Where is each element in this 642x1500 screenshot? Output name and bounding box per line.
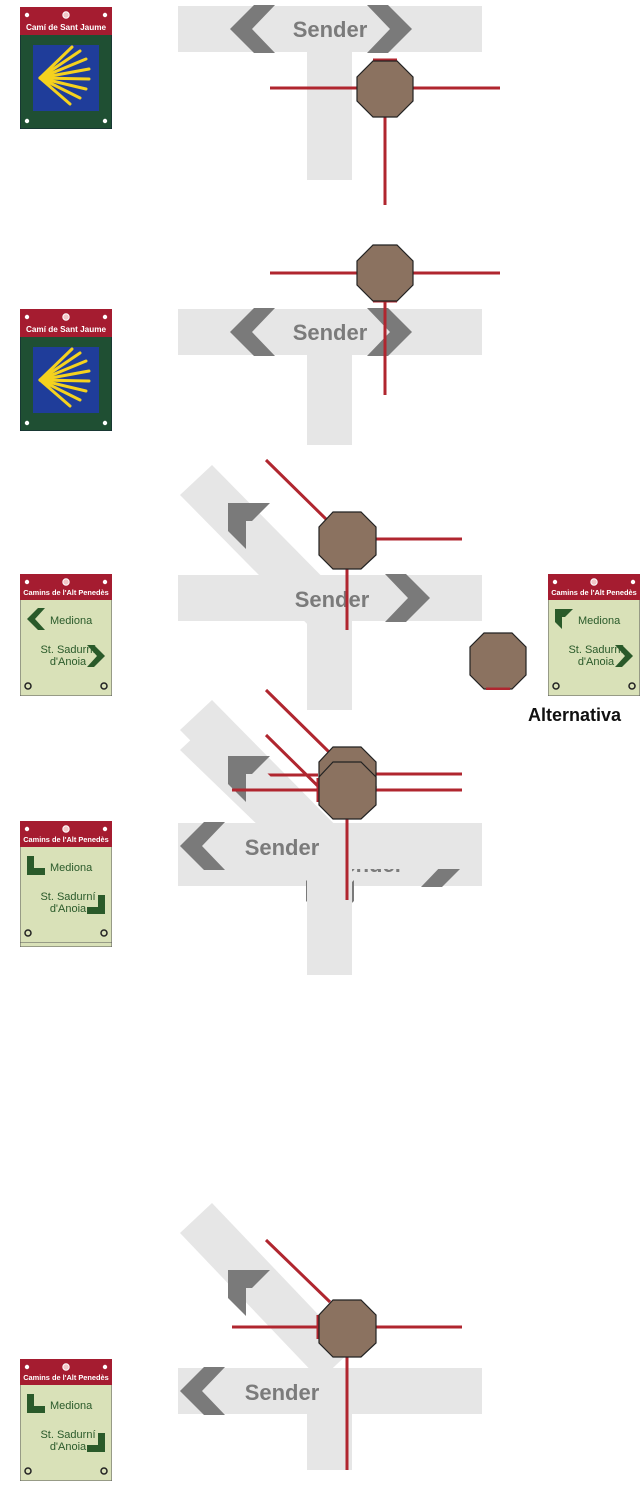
path-arrow-right [385,574,430,622]
path-arrow-up-left [228,1270,270,1316]
cami-sant-jaume-sign: Camí de Sant Jaume [20,309,112,431]
path-network [178,6,482,180]
destination-mediona: Mediona [50,1400,93,1412]
path-label: Sender [295,587,370,612]
path-network [178,720,482,958]
junction-scene-6: Camins de l'Alt Penedès Mediona St. Sadu… [0,1203,642,1490]
path-arrow-left [230,308,275,356]
cami-sant-jaume-sign: Camí de Sant Jaume [20,7,112,129]
path-network [178,1203,482,1470]
sign-title: Camí de Sant Jaume [26,325,107,334]
penedes-sign-alternative: Camins de l'Alt Penedès Mediona St. Sadu… [548,574,640,696]
signpost-rods [232,1238,462,1470]
path-arrow-left [180,1367,225,1415]
signpost-top [356,60,414,118]
path-arrow-right [367,5,412,53]
junction-scene-3: Camins de l'Alt Penedès Mediona St. Sadu… [0,455,642,725]
path-label: Sender [293,320,368,345]
junction-scene-2: Camí de Sant Jaume Sender [0,240,642,490]
sign-title: Camins de l'Alt Penedès [23,1373,109,1382]
destination-mediona: Mediona [578,615,621,627]
path-arrow-left [230,5,275,53]
path-network [178,465,482,710]
path-arrow-up-left [228,503,270,549]
path-arrow-right [367,308,412,356]
destination-sadurni-line1: St. Sadurní [568,644,623,656]
sign-title: Camins de l'Alt Penedès [23,588,109,597]
penedes-sign: Camins de l'Alt Penedès Mediona St. Sadu… [20,574,112,696]
destination-sadurni-line1: St. Sadurní [40,1429,95,1441]
destination-mediona: Mediona [50,862,93,874]
destination-sadurni-line2: d'Anoia [50,656,87,668]
signpost-top [318,511,377,570]
path-arrow-left [180,822,225,870]
path-label: Sender [245,835,320,860]
arrow-up-left-icon [27,856,45,875]
penedes-sign-turn: Camins de l'Alt Penedès Mediona St. Sadu… [20,821,112,943]
path-label: Sender [245,1380,320,1405]
signpost-top [356,244,414,302]
destination-sadurni-line2: d'Anoia [50,1441,87,1453]
arrow-up-left-icon [555,609,573,629]
path-network [178,309,482,445]
sign-title: Camins de l'Alt Penedès [551,588,637,597]
arrow-right-icon [87,645,105,667]
alternative-label: Alternativa [528,705,622,725]
destination-sadurni-line1: St. Sadurní [40,891,95,903]
scallop-shell-icon [38,347,91,408]
destination-sadurni-line2: d'Anoia [578,656,615,668]
junction-scene-1: Camí de Sant Jaume Sender [0,0,642,250]
signpost-top [318,1299,377,1358]
sign-title: Camí de Sant Jaume [26,23,107,32]
destination-sadurni-line1: St. Sadurní [40,644,95,656]
junction-scene-5 [0,928,642,1178]
arrow-down-right-icon [87,895,105,914]
signpost-top [318,761,377,820]
scallop-shell-icon [38,45,91,106]
destination-mediona: Mediona [50,615,93,627]
arrow-right-icon [615,645,633,667]
sign-title: Camins de l'Alt Penedès [23,835,109,844]
signpost-rods [270,58,500,205]
path-label: Sender [293,17,368,42]
arrow-up-left-icon [27,1394,45,1413]
arrow-left-icon [27,608,45,630]
arrow-down-right-icon [87,1433,105,1452]
penedes-sign-turn: Camins de l'Alt Penedès Mediona St. Sadu… [20,1359,112,1481]
destination-sadurni-line2: d'Anoia [50,903,87,915]
junction-scene-5b: Camins de l'Alt Penedès Mediona St. Sadu… [0,690,642,958]
alternative-signpost [469,632,527,690]
